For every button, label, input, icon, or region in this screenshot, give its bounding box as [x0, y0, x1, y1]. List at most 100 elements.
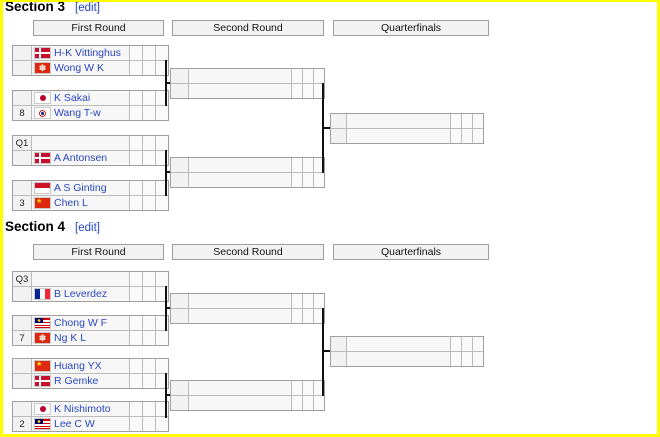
flag-icon [35, 419, 50, 429]
score-cell [155, 316, 168, 330]
score-cell [129, 287, 142, 301]
score-cell [313, 294, 324, 308]
player-row: Chong W F [13, 316, 168, 330]
score-cell [142, 359, 155, 373]
player-link[interactable]: A Antonsen [54, 152, 108, 164]
section-3-edit-link[interactable]: [edit] [75, 2, 100, 14]
score-cell [129, 402, 142, 416]
player-cell [347, 114, 450, 128]
score-cell [313, 84, 324, 98]
score-cell [313, 69, 324, 83]
seed-cell [13, 46, 32, 60]
player-row: A S Ginting [13, 181, 168, 195]
player-link[interactable]: Wong W K [54, 62, 104, 74]
empty-row [171, 294, 324, 308]
score-cell [155, 359, 168, 373]
second-round-slot [170, 157, 325, 188]
bracket-connector [165, 150, 167, 196]
score-cell [155, 61, 168, 75]
bracket-connector [322, 308, 324, 396]
score-cell [129, 91, 142, 105]
score-cell [461, 337, 472, 351]
player-row: A Antonsen [13, 150, 168, 165]
player-row: K Nishimoto [13, 402, 168, 416]
bracket-connector [165, 394, 170, 396]
player-cell: H-K Vittinghus [32, 46, 129, 60]
match: K Nishimoto 2 Lee C W [12, 401, 169, 432]
seed-cell [13, 287, 32, 301]
match: H-K Vittinghus Wong W K [12, 45, 169, 76]
player-link[interactable]: Ng K L [54, 332, 87, 344]
seed-cell [13, 374, 32, 388]
player-link[interactable]: R Gemke [54, 375, 99, 387]
seed-cell [331, 129, 347, 143]
score-cell [472, 129, 483, 143]
score-cell [291, 84, 302, 98]
player-link[interactable]: K Nishimoto [54, 403, 111, 415]
round-header-second-round: Second Round [172, 244, 324, 260]
match: Q1 A Antonsen [12, 135, 169, 166]
seed-cell [171, 381, 189, 395]
player-row: Q3 [13, 272, 168, 286]
flag-icon [35, 93, 50, 103]
score-cell [302, 381, 313, 395]
score-cell [291, 294, 302, 308]
highlight-border-left [0, 0, 3, 437]
highlight-border-top [0, 0, 660, 2]
seed-cell [331, 352, 347, 366]
quarterfinal-slot [330, 113, 484, 144]
player-cell [189, 84, 291, 98]
score-cell [291, 396, 302, 410]
player-link[interactable]: Chen L [54, 197, 88, 209]
score-cell [129, 331, 142, 345]
seed-cell: 3 [13, 196, 32, 210]
player-link[interactable]: B Leverdez [54, 288, 108, 300]
flag-icon [35, 48, 50, 58]
player-link[interactable]: Lee C W [54, 418, 95, 430]
player-link[interactable]: H-K Vittinghus [54, 47, 121, 59]
player-row: Wong W K [13, 60, 168, 75]
seed-cell [13, 61, 32, 75]
section-4-title: Section 4 [5, 219, 66, 234]
player-cell: Wang T-w [32, 106, 129, 120]
score-cell [302, 158, 313, 172]
player-cell [189, 309, 291, 323]
score-cell [142, 106, 155, 120]
player-link[interactable]: K Sakai [54, 92, 91, 104]
seed-cell [171, 173, 189, 187]
player-cell: R Gemke [32, 374, 129, 388]
empty-row [171, 395, 324, 410]
seed-cell [171, 84, 189, 98]
score-cell [472, 337, 483, 351]
player-cell [189, 396, 291, 410]
section-3-heading: Section 3[edit] [5, 0, 100, 14]
flag-icon [35, 63, 50, 73]
player-cell: Wong W K [32, 61, 129, 75]
score-cell [142, 151, 155, 165]
flag-icon [35, 198, 50, 208]
seed-cell [13, 91, 32, 105]
score-cell [155, 196, 168, 210]
bracket-connector [322, 350, 330, 352]
flag-icon [35, 153, 50, 163]
player-cell: Huang YX [32, 359, 129, 373]
player-link[interactable]: Chong W F [54, 317, 108, 329]
score-cell [142, 402, 155, 416]
player-link[interactable]: Wang T-w [54, 107, 101, 119]
player-link[interactable]: A S Ginting [54, 182, 107, 194]
player-cell: Chen L [32, 196, 129, 210]
score-cell [129, 417, 142, 431]
quarterfinal-slot [330, 336, 484, 367]
score-cell [129, 272, 142, 286]
score-cell [155, 91, 168, 105]
match: Q3 B Leverdez [12, 271, 169, 302]
player-link[interactable]: Huang YX [54, 360, 102, 372]
highlight-border-bottom [0, 434, 660, 437]
player-row: R Gemke [13, 373, 168, 388]
score-cell [450, 352, 461, 366]
highlight-border-right [657, 0, 660, 437]
section-4-edit-link[interactable]: [edit] [75, 222, 100, 234]
score-cell [461, 129, 472, 143]
score-cell [450, 337, 461, 351]
player-row: Huang YX [13, 359, 168, 373]
